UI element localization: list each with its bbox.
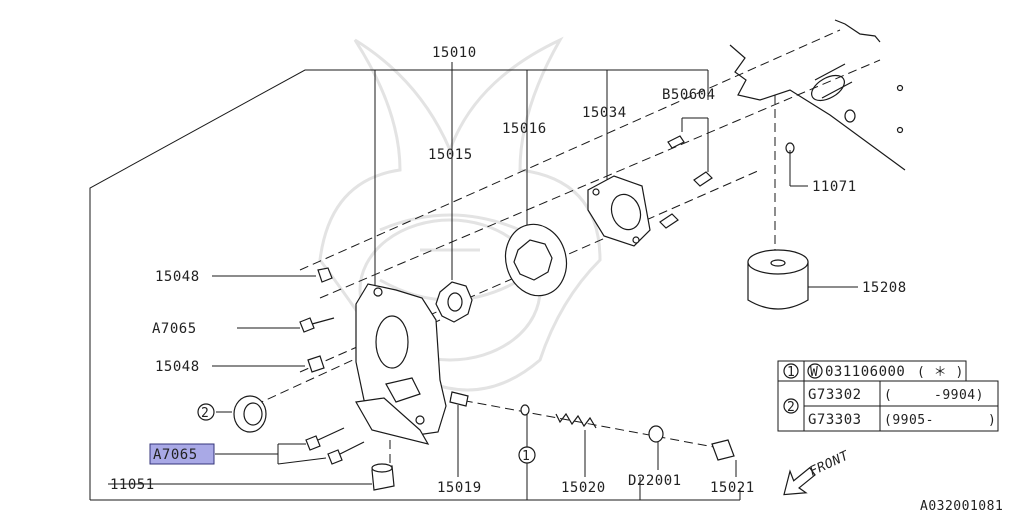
label-15010[interactable]: 15010 [432,45,477,61]
label-11071[interactable]: 11071 [812,179,857,195]
legend-table: 1 W 031106000 ( ＊ ) 2 G73302 ( -9904) G7… [777,360,999,432]
oil-filter [747,249,809,310]
label-15016[interactable]: 15016 [502,121,547,137]
key-parts [307,267,333,373]
label-15019[interactable]: 15019 [437,480,482,496]
front-arrow: FRONT [783,448,852,496]
callout-1-text: 1 [522,449,530,464]
legend-row1-marker: 1 [787,365,795,380]
label-B50604[interactable]: B50604 [662,87,716,103]
label-15015[interactable]: 15015 [428,147,473,163]
label-15048-lower[interactable]: 15048 [155,359,200,375]
cover-bolts [659,135,713,229]
label-15048-upper[interactable]: 15048 [155,269,200,285]
legend-row3-range: (9905- [884,413,934,428]
legend-row1-part[interactable]: 031106000 [825,364,905,380]
label-11051[interactable]: 11051 [110,477,155,493]
label-D22001[interactable]: D22001 [628,473,682,489]
pump-cover [587,175,651,247]
callout-2-text: 2 [201,406,209,421]
bracket-lines [89,62,858,501]
legend-row2-open: ( [884,388,892,403]
label-15208[interactable]: 15208 [862,280,907,296]
label-15021[interactable]: 15021 [710,480,755,496]
legend-row1-prefix: W [810,365,818,380]
legend-row2-marker: 2 [787,400,795,415]
label-A7065-upper[interactable]: A7065 [152,321,197,337]
oil-seal [233,395,267,433]
callout-2-marker: 2 [197,403,215,421]
drain-plug [371,463,395,491]
label-A7065-highlighted[interactable]: A7065 [153,447,198,463]
relief-valve-parts [449,391,735,461]
front-label: FRONT [807,448,852,479]
label-15020[interactable]: 15020 [561,480,606,496]
highlighted-part-box[interactable] [149,443,215,465]
pump-body [355,283,447,445]
callout-1-marker: 1 [518,446,536,464]
inner-rotor [435,281,473,323]
label-15034[interactable]: 15034 [582,105,627,121]
body-bolts [299,317,365,465]
engine-block-outline [729,19,906,171]
legend-row3-part[interactable]: G73303 [808,412,862,428]
legend-row1-note: ( ＊ ) [917,365,964,380]
legend-row2-range: -9904) [934,388,984,403]
legend-row2-part[interactable]: G73302 [808,387,862,403]
outer-rotor [504,223,568,297]
legend-row3-close: ) [988,413,996,428]
figure-id: A032001081 [920,499,1003,512]
